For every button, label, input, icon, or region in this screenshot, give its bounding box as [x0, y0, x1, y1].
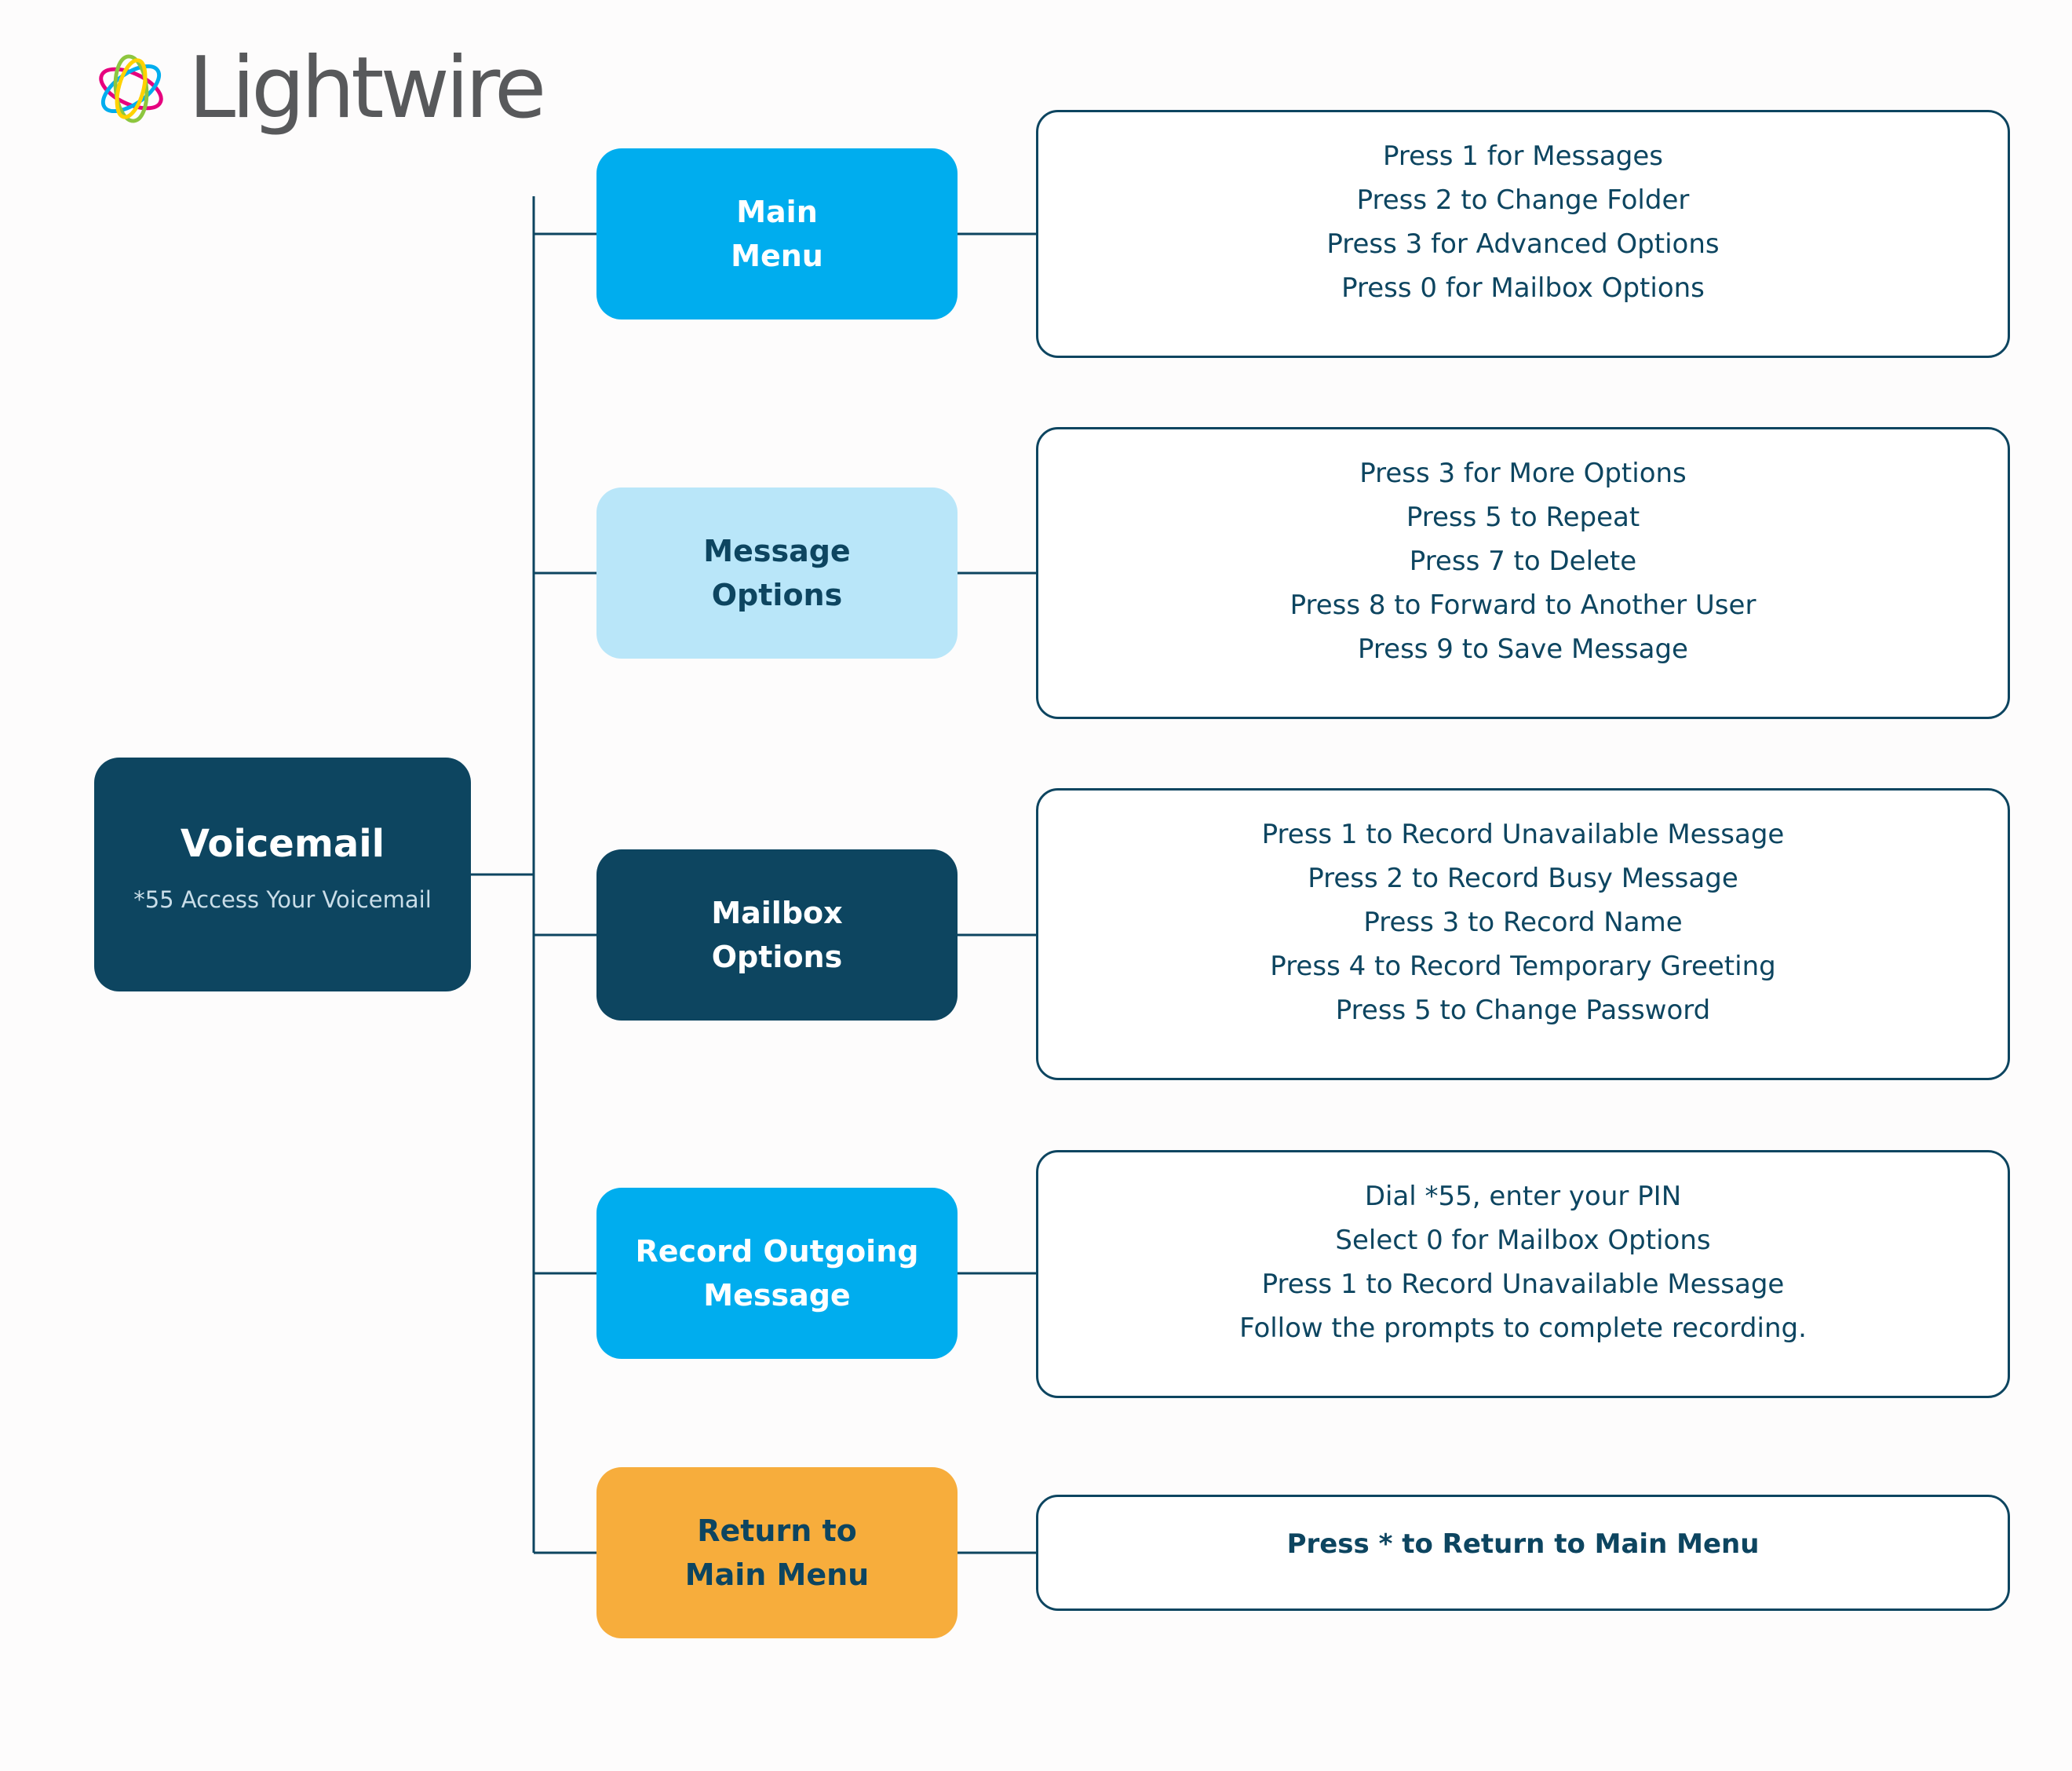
detail-line: Press 0 for Mailbox Options: [1341, 272, 1705, 304]
detail-line: Press 5 to Repeat: [1406, 502, 1640, 533]
detail-line: Press 1 to Record Unavailable Message: [1261, 1269, 1785, 1300]
detail-line: Press 2 to Record Busy Message: [1308, 863, 1738, 894]
mailbox-options-label: Mailbox Options: [711, 896, 843, 974]
return-to-main-menu-node: Return to Main Menu: [596, 1467, 958, 1638]
detail-line: Press 9 to Save Message: [1358, 634, 1688, 665]
return-to-main-menu-details: Press * to Return to Main Menu: [1036, 1495, 2010, 1611]
detail-line: Press 8 to Forward to Another User: [1290, 590, 1756, 621]
mailbox-options-node: Mailbox Options: [596, 849, 958, 1021]
detail-line: Press 5 to Change Password: [1335, 995, 1711, 1026]
main-menu-node: Main Menu: [596, 148, 958, 320]
detail-line: Press 2 to Change Folder: [1356, 184, 1690, 216]
lightwire-logo-icon: [99, 54, 163, 123]
voicemail-root-node: Voicemail *55 Access Your Voicemail: [94, 758, 471, 991]
detail-line: Select 0 for Mailbox Options: [1335, 1225, 1711, 1256]
message-options-label: Message Options: [703, 534, 851, 612]
main-menu-label: Main Menu: [731, 195, 823, 273]
message-options-node: Message Options: [596, 487, 958, 659]
return-to-main-menu-label: Return to Main Menu: [684, 1514, 870, 1592]
voicemail-title: Voicemail: [180, 822, 385, 866]
record-outgoing-message-label: Record Outgoing Message: [635, 1234, 919, 1313]
voicemail-access-code: *55 Access Your Voicemail: [133, 886, 432, 913]
detail-line: Press 3 to Record Name: [1363, 907, 1683, 938]
lightwire-logo: Lightwire: [93, 38, 546, 140]
record-outgoing-message-details: Dial *55, enter your PIN Select 0 for Mai…: [1036, 1150, 2010, 1398]
record-outgoing-message-node: Record Outgoing Message: [596, 1188, 958, 1359]
detail-line: Press 3 for Advanced Options: [1326, 228, 1720, 260]
detail-line: Dial *55, enter your PIN: [1364, 1181, 1682, 1212]
detail-line: Press 4 to Record Temporary Greeting: [1270, 951, 1776, 982]
detail-line: Follow the prompts to complete recording…: [1239, 1313, 1807, 1344]
detail-line: Press * to Return to Main Menu: [1286, 1528, 1760, 1560]
logo-wordmark: Lightwire: [188, 39, 546, 137]
detail-line: Press 1 for Messages: [1382, 141, 1664, 172]
detail-line: Press 1 to Record Unavailable Message: [1261, 819, 1785, 850]
detail-line: Press 3 for More Options: [1359, 458, 1687, 489]
detail-line: Press 7 to Delete: [1409, 546, 1637, 577]
